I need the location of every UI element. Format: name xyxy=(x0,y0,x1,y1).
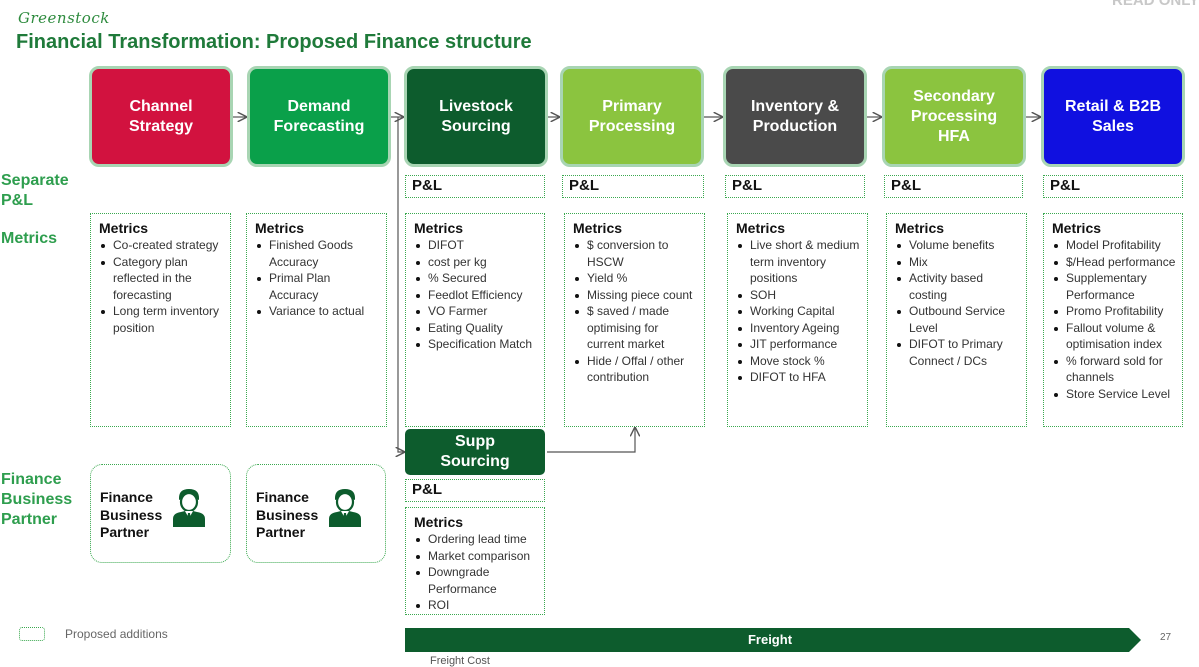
metric-item: Live short & medium term inventory posit… xyxy=(738,238,860,285)
metric-item: Volume benefits xyxy=(897,237,1020,254)
metric-item: $ conversion to HSCW xyxy=(575,237,698,270)
metric-item: $ saved / made optimising for current ma… xyxy=(575,303,698,353)
metric-item: Primal Plan Accuracy xyxy=(257,270,380,303)
pl-box-supp: P&L xyxy=(405,479,545,502)
business-person-icon xyxy=(329,489,361,527)
metric-item: Supplementary Performance xyxy=(1054,270,1176,303)
metric-item: VO Farmer xyxy=(416,303,538,320)
row-label-finance-partner: Finance Business Partner xyxy=(1,471,73,528)
metrics-heading: Metrics xyxy=(99,220,149,236)
metrics-heading: Metrics xyxy=(414,220,464,236)
stage-channel-strategy: Channel Strategy xyxy=(89,66,233,167)
metric-item: DIFOT to HFA xyxy=(738,369,861,386)
freight-label: Freight xyxy=(747,632,793,647)
metric-item: cost per kg xyxy=(416,254,538,271)
page-title: Financial Transformation: Proposed Finan… xyxy=(16,31,532,53)
legend-swatch xyxy=(19,627,45,641)
read-only-watermark: READ ONLY xyxy=(1112,0,1199,9)
metric-item: JIT performance xyxy=(738,336,861,353)
metric-item: Inventory Ageing xyxy=(738,320,861,337)
metric-item: % Secured xyxy=(416,270,538,287)
finance-partner-card-channel: Finance Business Partner xyxy=(90,464,231,563)
freight-bar: Freight xyxy=(405,628,1141,652)
business-person-icon xyxy=(173,489,205,527)
metric-item: ROI xyxy=(416,597,538,614)
metric-item: Finished Goods Accuracy xyxy=(257,237,380,270)
finance-partner-label: Finance Business Partner xyxy=(100,489,163,540)
metric-item: Category plan reflected in the forecasti… xyxy=(101,254,224,304)
metric-item: Specification Match xyxy=(416,336,538,353)
pl-box-secondary: P&L xyxy=(884,175,1023,198)
metric-item: Yield % xyxy=(575,270,698,287)
metric-item: Fallout volume & optimisation index xyxy=(1054,320,1176,353)
metric-item: $/Head performance xyxy=(1054,254,1176,269)
metrics-box-primary: Metrics $ conversion to HSCW Yield % Mis… xyxy=(564,213,705,427)
arrow-supp-to-primary xyxy=(547,428,635,453)
stage-inventory-production: Inventory & Production xyxy=(723,66,867,167)
arrow-to-supp-sourcing xyxy=(398,117,404,452)
page-number: 27 xyxy=(1160,632,1172,643)
metric-item: % forward sold for channels xyxy=(1054,353,1176,386)
stage-supp-sourcing: Supp Sourcing xyxy=(405,429,545,475)
metric-item: Mix xyxy=(897,254,1020,271)
metric-item: Ordering lead time xyxy=(416,531,538,548)
metrics-heading: Metrics xyxy=(573,220,623,236)
row-label-metrics: Metrics xyxy=(1,230,58,247)
metric-item: Move stock % xyxy=(738,353,861,370)
metrics-box-demand: Metrics Finished Goods Accuracy Primal P… xyxy=(246,213,387,427)
metrics-heading: Metrics xyxy=(255,220,305,236)
metrics-box-retail: Metrics Model Profitability $/Head perfo… xyxy=(1043,213,1183,427)
metric-item: DIFOT to Primary Connect / DCs xyxy=(897,336,1020,369)
legend-label: Proposed additions xyxy=(65,627,168,641)
freight-cost-text: Freight Cost xyxy=(430,655,490,667)
metrics-box-livestock: Metrics DIFOT cost per kg % Secured Feed… xyxy=(405,213,545,427)
freight-arrow-shape xyxy=(405,628,1141,652)
pl-box-inventory: P&L xyxy=(725,175,865,198)
row-label-separate-pl: Separate P&L xyxy=(1,172,69,209)
finance-partner-card-demand: Finance Business Partner xyxy=(246,464,386,563)
metrics-heading: Metrics xyxy=(414,514,464,530)
stage-livestock-sourcing: Livestock Sourcing xyxy=(404,66,548,167)
pl-box-retail: P&L xyxy=(1043,175,1183,198)
metric-item: DIFOT xyxy=(416,237,538,254)
stage-demand-forecasting: Demand Forecasting xyxy=(247,66,391,167)
pl-box-livestock: P&L xyxy=(405,175,545,198)
metrics-heading: Metrics xyxy=(1052,220,1102,236)
metrics-box-channel: Metrics Co-created strategy Category pla… xyxy=(90,213,231,427)
stage-retail-sales: Retail & B2B Sales xyxy=(1041,66,1185,167)
metric-item: Variance to actual xyxy=(257,303,380,320)
metric-item: Market comparison xyxy=(416,548,538,565)
metric-item: Missing piece count xyxy=(575,287,698,304)
metric-item: Model Profitability xyxy=(1054,237,1176,254)
brand-logo: Greenstock xyxy=(18,9,110,27)
stage-secondary-processing: Secondary Processing HFA xyxy=(882,66,1026,167)
metrics-box-inventory: Metrics Live short & medium term invento… xyxy=(727,213,868,427)
metric-item: Working Capital xyxy=(738,303,861,320)
metric-item: Eating Quality xyxy=(416,320,538,337)
metrics-box-supp: Metrics Ordering lead time Market compar… xyxy=(405,507,545,615)
metric-item: Promo Profitability xyxy=(1054,303,1176,320)
pl-box-primary: P&L xyxy=(562,175,704,198)
finance-partner-label: Finance Business Partner xyxy=(256,489,319,540)
metric-item: Outbound Service Level xyxy=(897,303,1020,336)
metric-item: Hide / Offal / other contribution xyxy=(575,353,698,386)
metric-item: Activity based costing xyxy=(897,270,1020,303)
metric-item: Store Service Level xyxy=(1054,386,1176,403)
metric-item: Feedlot Efficiency xyxy=(416,287,538,304)
metrics-heading: Metrics xyxy=(736,220,786,236)
stage-primary-processing: Primary Processing xyxy=(560,66,704,167)
metric-item: Downgrade Performance xyxy=(416,564,538,597)
metric-item: Co-created strategy xyxy=(101,237,224,254)
metric-item: Long term inventory position xyxy=(101,303,224,336)
metrics-box-secondary: Metrics Volume benefits Mix Activity bas… xyxy=(886,213,1027,427)
metric-item: SOH xyxy=(738,287,861,304)
metrics-heading: Metrics xyxy=(895,220,945,236)
